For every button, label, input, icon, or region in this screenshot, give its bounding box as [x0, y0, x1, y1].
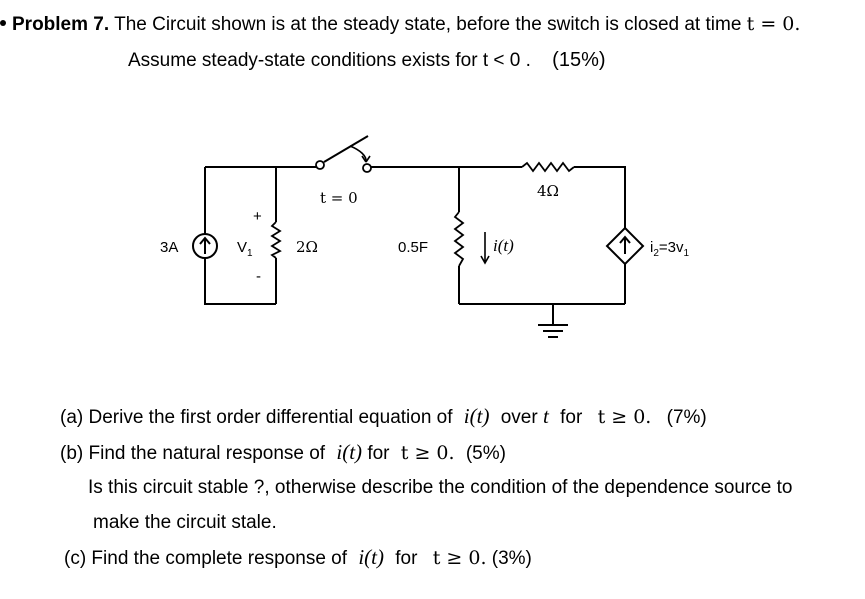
- question-a: (a) Derive the first order differential …: [60, 404, 707, 430]
- ground-icon: [538, 324, 568, 338]
- switch-arrow-icon: [349, 145, 367, 163]
- problem-statement-line-1: Problem 7. The Circuit shown is at the s…: [0, 12, 800, 37]
- question-a-condition: t ≥ 0.: [597, 406, 652, 428]
- dep-source-label: i2=3v1: [650, 239, 690, 259]
- resistor-2ohm-icon: [270, 221, 282, 259]
- question-c-func: i(t): [358, 545, 384, 569]
- question-b-condition: t ≥ 0.: [400, 442, 455, 464]
- capacitor-element-icon: [453, 211, 465, 267]
- wire-bottom-left: [204, 258, 276, 305]
- question-a-func: i(t): [463, 404, 490, 428]
- wire-top-right: [574, 166, 626, 228]
- r2-label: 4Ω: [537, 182, 559, 200]
- question-a-for: for: [560, 407, 583, 428]
- question-b-for: for: [367, 443, 390, 464]
- question-c-text: (c) Find the complete response of: [64, 548, 348, 569]
- problem-weight: (15%): [552, 49, 606, 71]
- assumption-text: Assume steady-state conditions exists fo…: [128, 50, 531, 71]
- r1-label: 2Ω: [296, 238, 318, 256]
- question-b-func: i(t): [336, 440, 363, 464]
- bullet-icon: [0, 20, 6, 26]
- question-b-weight: (5%): [465, 443, 506, 464]
- arrow-up-icon: [199, 236, 211, 254]
- question-b-note-2: make the circuit stale.: [93, 512, 277, 533]
- question-c-weight: (3%): [491, 548, 532, 569]
- current-label: i(t): [493, 236, 514, 255]
- switch-arrowhead-icon: [361, 155, 371, 163]
- question-a-text: (a) Derive the first order differential …: [60, 407, 453, 428]
- resistor-4ohm-icon: [521, 161, 575, 173]
- switch-contact-left: [315, 160, 325, 170]
- v1-label: V1: [237, 239, 253, 259]
- question-c: (c) Find the complete response of i(t) f…: [64, 545, 532, 571]
- question-b-text: (b) Find the natural response of: [60, 443, 326, 464]
- current-arrow-down-icon: [480, 232, 490, 265]
- question-b-note-1: Is this circuit stable ?, otherwise desc…: [88, 477, 793, 498]
- question-a-weight: (7%): [666, 407, 707, 428]
- cap-label: 0.5F: [398, 239, 428, 256]
- problem-math: t = 0.: [746, 13, 801, 35]
- problem-text: The Circuit shown is at the steady state…: [114, 14, 742, 35]
- problem-label: Problem 7.: [12, 14, 110, 35]
- v1-plus: +: [253, 208, 262, 225]
- question-b: (b) Find the natural response of i(t) fo…: [60, 440, 506, 466]
- question-a-t: t: [542, 404, 549, 428]
- dep-arrow-up-icon: [619, 235, 631, 254]
- current-source-label: 3A: [160, 239, 178, 256]
- switch-blade: [323, 135, 369, 163]
- question-c-for: for: [395, 548, 418, 569]
- question-c-condition: t ≥ 0.: [432, 547, 487, 569]
- problem-statement-line-2: Assume steady-state conditions exists fo…: [128, 48, 606, 73]
- question-a-over: over: [500, 407, 538, 428]
- switch-label: t = 0: [320, 189, 358, 207]
- v1-minus: -: [256, 268, 261, 285]
- circuit-wires: [204, 135, 626, 338]
- switch-contact-right: [362, 163, 372, 173]
